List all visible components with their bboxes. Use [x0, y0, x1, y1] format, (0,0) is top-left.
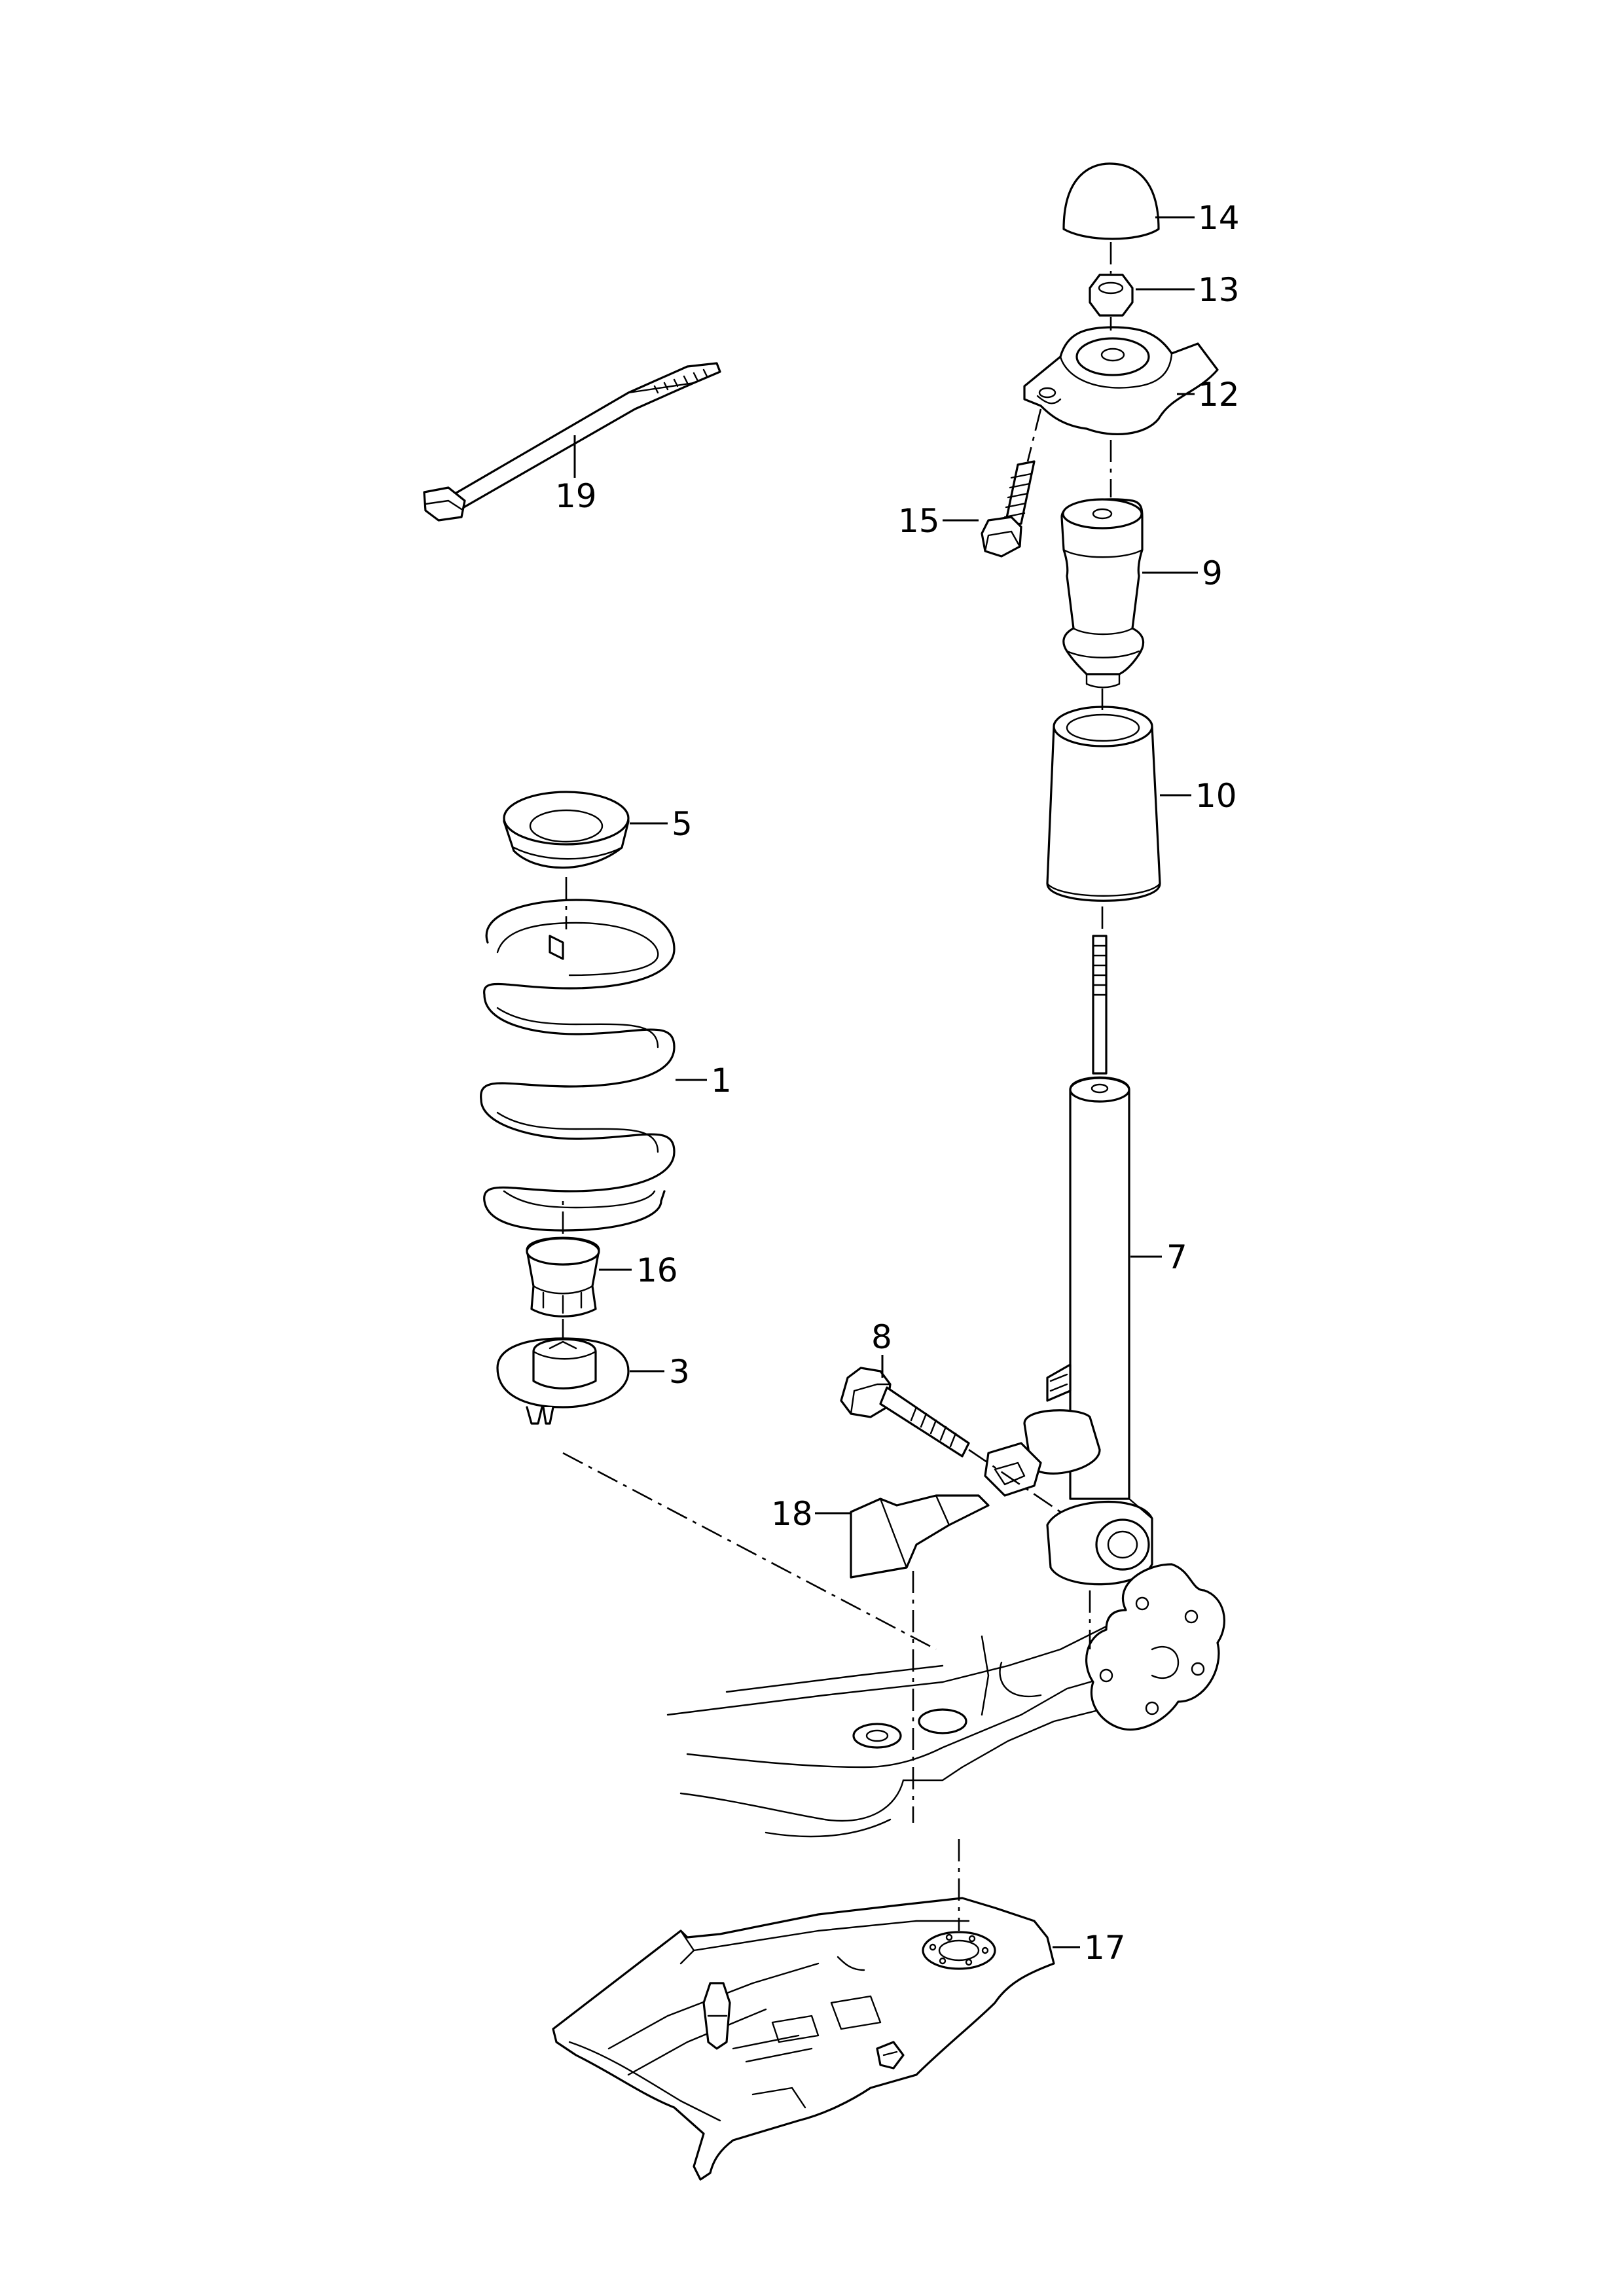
- part-8-bolt: [840, 1367, 970, 1458]
- part-1-coil-spring: [480, 899, 676, 1232]
- part-13-nut: [1089, 274, 1134, 317]
- rear-axle-beam: [666, 1563, 1225, 1838]
- callout-3: 3: [669, 1353, 690, 1391]
- part-16-spring-seat-insert: [526, 1236, 600, 1318]
- part-18-bracket: [850, 1494, 990, 1579]
- callout-15: 15: [898, 502, 940, 540]
- callout-leaders: [573, 216, 1198, 1948]
- part-15-bolt: [981, 460, 1036, 558]
- part-10-protective-sleeve: [1046, 706, 1161, 902]
- callout-14: 14: [1198, 199, 1240, 237]
- callout-8: 8: [871, 1318, 892, 1356]
- callout-7: 7: [1166, 1238, 1187, 1276]
- callout-12: 12: [1198, 376, 1240, 414]
- callout-18: 18: [771, 1495, 813, 1533]
- callout-17: 17: [1084, 1929, 1126, 1967]
- callout-10: 10: [1195, 777, 1237, 815]
- part-14-dust-cap: [1062, 162, 1160, 240]
- part-9-bump-stop: [1060, 498, 1145, 689]
- part-5-upper-spring-pad: [503, 791, 630, 869]
- part-12-top-mount: [1023, 326, 1219, 435]
- part-7-shock-absorber: [984, 935, 1153, 1586]
- callout-5: 5: [672, 805, 693, 843]
- part-3-lower-spring-seat: [496, 1337, 630, 1425]
- assembly-centerlines: [562, 242, 1112, 1931]
- callout-labels: 14 13 12 19 15 9 10 5 1 7 16 8 3 18 17: [555, 199, 1240, 1967]
- callout-9: 9: [1202, 554, 1223, 592]
- part-17-underbody-panel: [552, 1897, 1055, 2181]
- callout-1: 1: [711, 1062, 732, 1100]
- part-19-cable-tie: [423, 362, 721, 522]
- callout-19: 19: [555, 477, 597, 515]
- callout-16: 16: [636, 1251, 678, 1289]
- callout-13: 13: [1198, 271, 1240, 309]
